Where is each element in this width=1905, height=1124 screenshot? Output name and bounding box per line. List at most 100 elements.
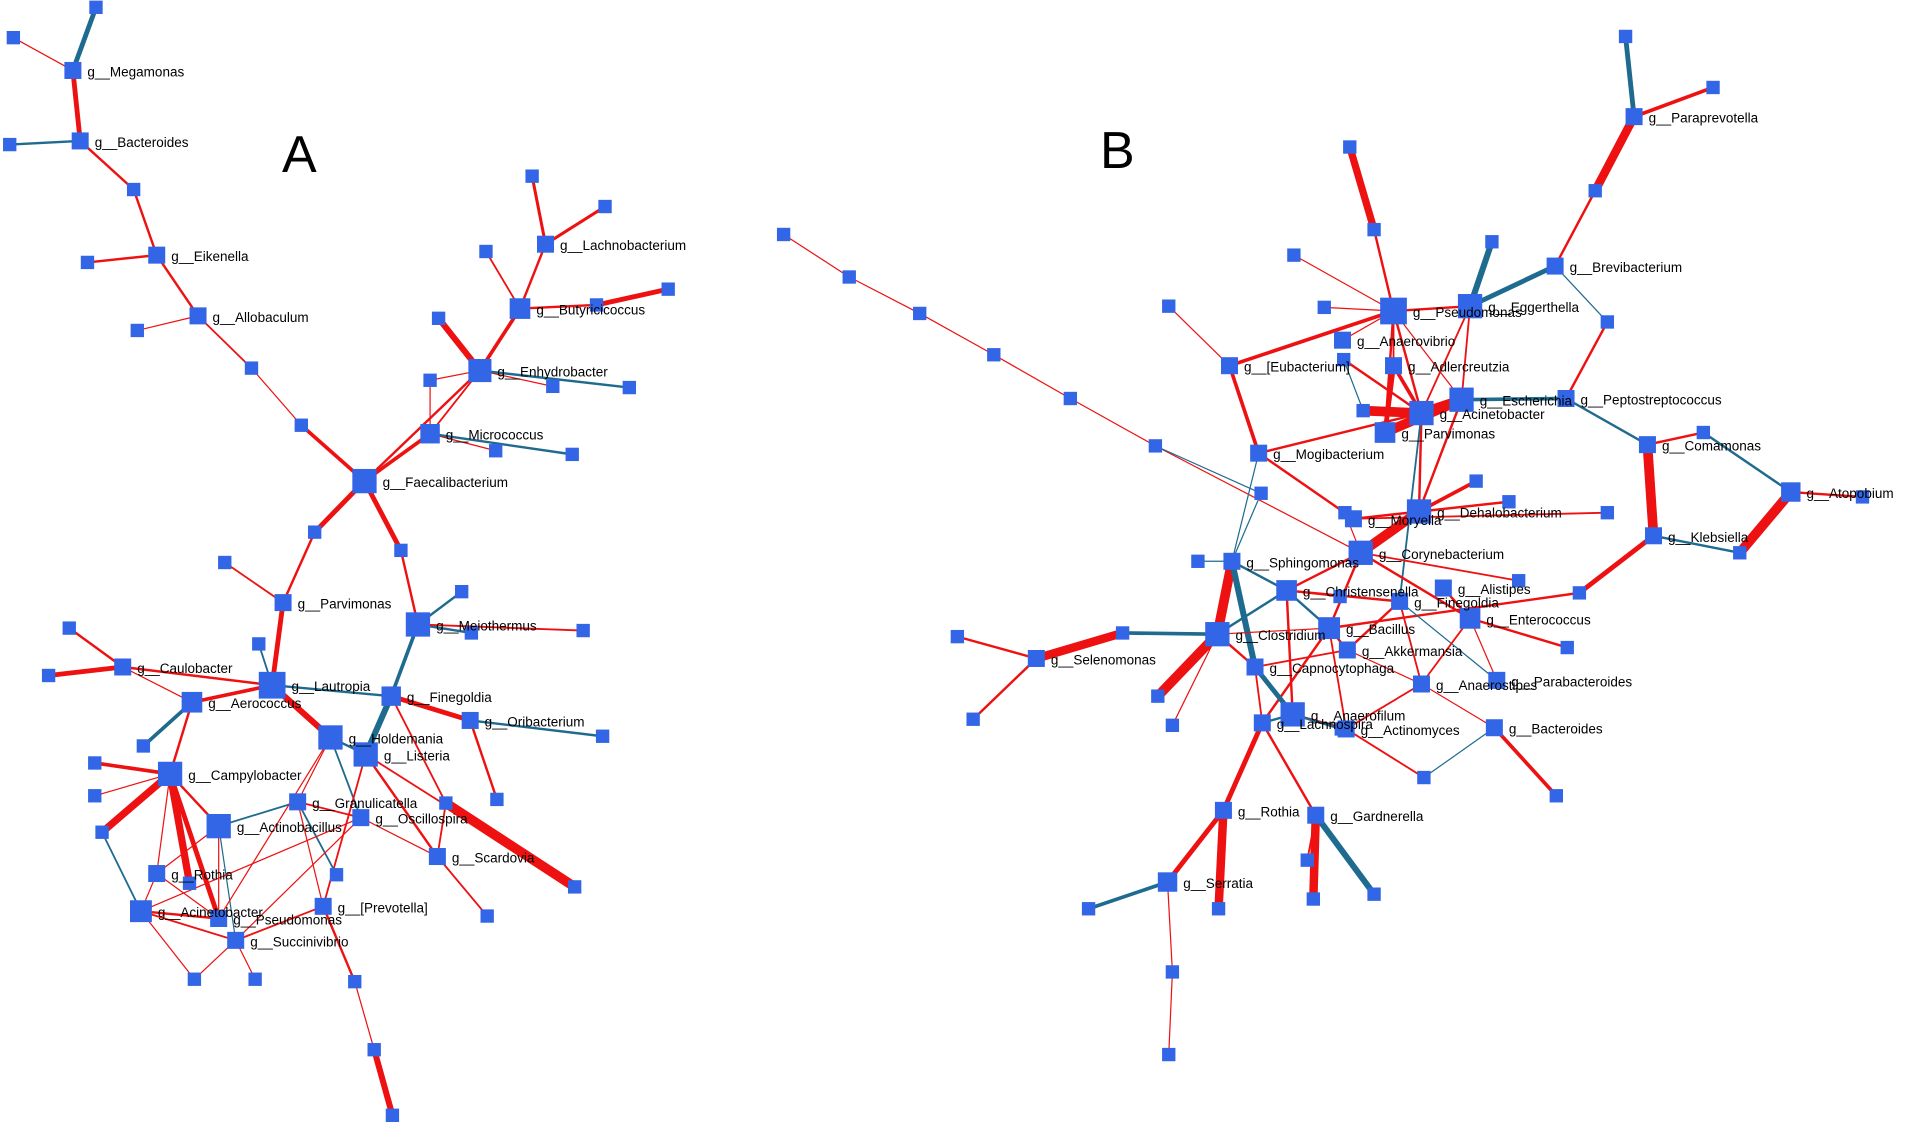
unlabelled-node[interactable]: [431, 311, 446, 325]
unlabelled-node[interactable]: [454, 584, 469, 599]
unlabelled-node[interactable]: [1148, 439, 1163, 453]
unlabelled-node[interactable]: [1191, 554, 1205, 568]
unlabelled-node[interactable]: [913, 306, 927, 321]
genus-node[interactable]: [318, 725, 343, 750]
unlabelled-node[interactable]: [80, 255, 95, 270]
genus-node[interactable]: [352, 809, 370, 827]
unlabelled-node[interactable]: [1063, 391, 1078, 406]
genus-node[interactable]: [1638, 436, 1656, 454]
genus-node[interactable]: [129, 900, 152, 923]
genus-node[interactable]: [71, 132, 89, 150]
unlabelled-node[interactable]: [1306, 892, 1321, 906]
genus-node[interactable]: [206, 813, 231, 839]
genus-node[interactable]: [1645, 527, 1663, 545]
genus-node[interactable]: [1449, 387, 1474, 412]
unlabelled-node[interactable]: [1469, 474, 1483, 488]
unlabelled-node[interactable]: [567, 880, 582, 894]
unlabelled-node[interactable]: [385, 1108, 400, 1122]
genus-node[interactable]: [289, 793, 307, 811]
unlabelled-node[interactable]: [294, 418, 308, 432]
unlabelled-node[interactable]: [1356, 403, 1370, 418]
genus-node[interactable]: [405, 612, 431, 637]
unlabelled-node[interactable]: [1165, 718, 1180, 732]
genus-node[interactable]: [428, 848, 446, 866]
genus-node[interactable]: [352, 468, 377, 494]
unlabelled-node[interactable]: [62, 621, 76, 635]
unlabelled-node[interactable]: [1337, 352, 1351, 367]
genus-node[interactable]: [210, 909, 228, 927]
unlabelled-node[interactable]: [987, 348, 1001, 362]
genus-node[interactable]: [420, 424, 440, 444]
genus-node[interactable]: [189, 307, 207, 325]
unlabelled-node[interactable]: [1600, 315, 1615, 329]
unlabelled-node[interactable]: [1151, 689, 1165, 703]
unlabelled-node[interactable]: [1343, 140, 1357, 154]
unlabelled-node[interactable]: [1733, 546, 1747, 560]
genus-node[interactable]: [1338, 641, 1356, 659]
unlabelled-node[interactable]: [525, 169, 539, 183]
unlabelled-node[interactable]: [776, 227, 791, 242]
unlabelled-node[interactable]: [576, 623, 590, 638]
unlabelled-node[interactable]: [490, 792, 504, 807]
genus-node[interactable]: [1027, 649, 1045, 667]
unlabelled-node[interactable]: [248, 972, 262, 986]
unlabelled-node[interactable]: [950, 629, 965, 644]
unlabelled-node[interactable]: [1211, 902, 1226, 916]
genus-node[interactable]: [1220, 357, 1239, 375]
unlabelled-node[interactable]: [244, 361, 259, 375]
genus-node[interactable]: [1253, 714, 1271, 732]
unlabelled-node[interactable]: [218, 555, 232, 570]
unlabelled-node[interactable]: [307, 525, 322, 539]
unlabelled-node[interactable]: [88, 789, 102, 803]
unlabelled-node[interactable]: [367, 1043, 381, 1057]
genus-node[interactable]: [1488, 671, 1506, 689]
unlabelled-node[interactable]: [1333, 589, 1347, 604]
genus-node[interactable]: [509, 298, 531, 319]
unlabelled-node[interactable]: [6, 30, 21, 45]
genus-node[interactable]: [227, 931, 245, 949]
unlabelled-node[interactable]: [489, 444, 503, 458]
genus-node[interactable]: [148, 865, 166, 883]
unlabelled-node[interactable]: [1588, 184, 1602, 198]
genus-node[interactable]: [1344, 510, 1362, 528]
unlabelled-node[interactable]: [565, 447, 579, 462]
unlabelled-node[interactable]: [88, 756, 102, 770]
genus-node[interactable]: [1409, 400, 1434, 426]
unlabelled-node[interactable]: [1165, 965, 1180, 979]
genus-node[interactable]: [1406, 499, 1432, 524]
genus-node[interactable]: [468, 359, 492, 383]
genus-node[interactable]: [1781, 482, 1801, 502]
genus-node[interactable]: [1307, 806, 1325, 824]
genus-node[interactable]: [1205, 622, 1230, 647]
unlabelled-node[interactable]: [187, 972, 202, 986]
genus-node[interactable]: [1246, 658, 1264, 676]
unlabelled-node[interactable]: [622, 380, 637, 395]
genus-node[interactable]: [274, 594, 292, 612]
genus-node[interactable]: [1280, 702, 1305, 727]
genus-node[interactable]: [461, 711, 479, 729]
unlabelled-node[interactable]: [95, 825, 109, 839]
unlabelled-node[interactable]: [1560, 640, 1574, 655]
unlabelled-node[interactable]: [394, 543, 408, 558]
unlabelled-node[interactable]: [1485, 235, 1499, 249]
unlabelled-node[interactable]: [41, 668, 56, 683]
unlabelled-node[interactable]: [1618, 29, 1633, 44]
unlabelled-node[interactable]: [3, 137, 17, 152]
unlabelled-node[interactable]: [589, 298, 604, 312]
unlabelled-node[interactable]: [1417, 770, 1431, 785]
genus-node[interactable]: [353, 742, 378, 767]
genus-node[interactable]: [157, 761, 183, 787]
genus-node[interactable]: [1333, 331, 1351, 349]
unlabelled-node[interactable]: [348, 974, 362, 989]
unlabelled-node[interactable]: [1300, 853, 1314, 867]
genus-node[interactable]: [114, 658, 132, 676]
unlabelled-node[interactable]: [423, 373, 437, 387]
unlabelled-node[interactable]: [546, 379, 560, 394]
unlabelled-node[interactable]: [1502, 495, 1516, 509]
unlabelled-node[interactable]: [480, 909, 494, 923]
genus-node[interactable]: [381, 686, 401, 706]
unlabelled-node[interactable]: [1254, 486, 1268, 500]
genus-node[interactable]: [1434, 579, 1452, 597]
genus-node[interactable]: [1625, 108, 1643, 126]
unlabelled-node[interactable]: [598, 199, 612, 214]
